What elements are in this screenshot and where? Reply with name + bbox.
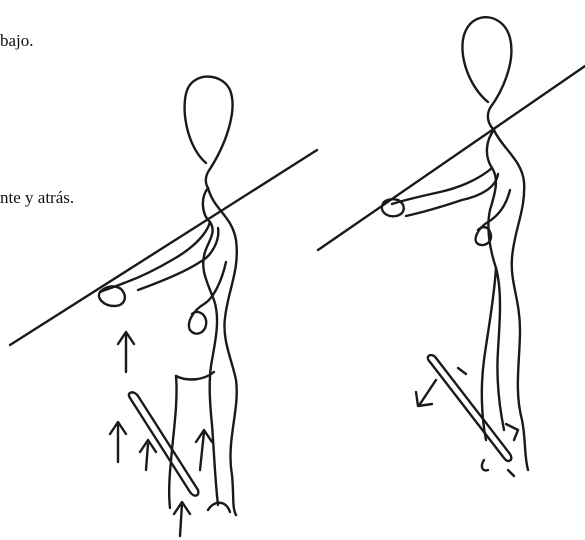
- right-leg: [482, 268, 496, 440]
- left-hand: [99, 286, 125, 306]
- left-torso-front: [203, 188, 218, 505]
- right-arm: [392, 168, 492, 204]
- right-stick: [428, 355, 511, 461]
- right-head: [462, 17, 511, 130]
- figure-left: [10, 77, 317, 536]
- left-head: [185, 77, 233, 188]
- left-hip: [176, 372, 214, 379]
- left-swing-arm: [189, 262, 226, 334]
- left-pole: [10, 150, 317, 345]
- left-leg: [169, 376, 176, 508]
- figure-right: [318, 17, 585, 476]
- right-pole: [318, 66, 585, 250]
- left-stick: [129, 392, 198, 495]
- left-arm: [100, 222, 210, 292]
- right-hand: [382, 199, 404, 216]
